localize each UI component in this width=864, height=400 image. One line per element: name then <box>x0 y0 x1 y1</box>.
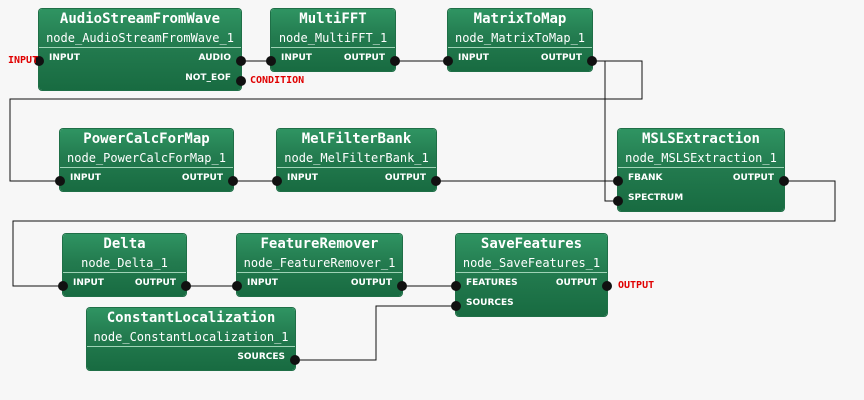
node-subtitle: node_AudioStreamFromWave_1 <box>39 29 241 48</box>
node-msls-extraction[interactable]: MSLSExtraction node_MSLSExtraction_1 FBA… <box>618 129 784 211</box>
node-title: SaveFeatures <box>480 236 583 252</box>
port-dot[interactable] <box>397 281 407 291</box>
node-subtitle: node_FeatureRemover_1 <box>237 254 402 273</box>
node-subtitle: node_MelFilterBank_1 <box>277 149 436 168</box>
port-dot[interactable] <box>451 281 461 291</box>
port-label: AUDIO <box>198 53 231 63</box>
node-subtitle: node_MultiFFT_1 <box>271 29 395 48</box>
port-label: OUTPUT <box>181 173 223 183</box>
port-label: FEATURES <box>466 278 518 288</box>
node-subtitle: node_SaveFeatures_1 <box>456 254 607 273</box>
port-dot[interactable] <box>587 56 597 66</box>
port-label: OUTPUT <box>540 53 582 63</box>
port-dot[interactable] <box>443 56 453 66</box>
terminal-output-label: OUTPUT <box>618 280 655 291</box>
node-title: FeatureRemover <box>260 236 379 252</box>
node-subtitle: node_Delta_1 <box>63 254 186 273</box>
port-label: OUTPUT <box>343 53 385 63</box>
wire-msls-to-delta <box>12 180 836 287</box>
port-dot[interactable] <box>181 281 191 291</box>
node-power-calc-for-map[interactable]: PowerCalcForMap node_PowerCalcForMap_1 I… <box>60 129 233 191</box>
port-dot[interactable] <box>290 355 300 365</box>
node-title: ConstantLocalization <box>106 310 276 326</box>
node-title: Delta <box>103 236 146 252</box>
port-label: OUTPUT <box>384 173 426 183</box>
port-dot[interactable] <box>613 196 623 206</box>
port-label: OUTPUT <box>134 278 176 288</box>
wire-matrixtomap-to-msls-spectrum <box>592 60 618 202</box>
wire-matrixtomap-to-powercalc <box>9 60 643 182</box>
node-title: MelFilterBank <box>301 131 412 147</box>
port-label: SOURCES <box>466 298 514 308</box>
port-label: INPUT <box>70 173 101 183</box>
node-title: PowerCalcForMap <box>83 131 210 147</box>
port-dot[interactable] <box>55 176 65 186</box>
port-label: INPUT <box>247 278 278 288</box>
port-label: NOT_EOF <box>185 73 231 83</box>
terminal-condition-label: CONDITION <box>250 75 305 86</box>
node-subtitle: node_ConstantLocalization_1 <box>87 328 295 347</box>
port-dot[interactable] <box>236 56 246 66</box>
terminal-input-label: INPUT <box>8 55 39 66</box>
node-save-features[interactable]: SaveFeatures node_SaveFeatures_1 FEATURE… <box>456 234 607 316</box>
port-label: INPUT <box>49 53 80 63</box>
port-dot[interactable] <box>236 76 246 86</box>
port-label: SPECTRUM <box>628 193 684 203</box>
port-dot[interactable] <box>451 301 461 311</box>
node-subtitle: node_PowerCalcForMap_1 <box>60 149 233 168</box>
port-label: SOURCES <box>237 352 285 362</box>
port-dot[interactable] <box>779 176 789 186</box>
node-title: AudioStreamFromWave <box>59 11 221 27</box>
node-feature-remover[interactable]: FeatureRemover node_FeatureRemover_1 INP… <box>237 234 402 296</box>
port-label: OUTPUT <box>350 278 392 288</box>
node-multi-fft[interactable]: MultiFFT node_MultiFFT_1 INPUT OUTPUT <box>271 9 395 71</box>
node-delta[interactable]: Delta node_Delta_1 INPUT OUTPUT <box>63 234 186 296</box>
port-dot[interactable] <box>266 56 276 66</box>
node-subtitle: node_MSLSExtraction_1 <box>618 149 784 168</box>
port-dot[interactable] <box>613 176 623 186</box>
node-mel-filter-bank[interactable]: MelFilterBank node_MelFilterBank_1 INPUT… <box>277 129 436 191</box>
node-matrix-to-map[interactable]: MatrixToMap node_MatrixToMap_1 INPUT OUTP… <box>448 9 592 71</box>
port-label: INPUT <box>73 278 104 288</box>
node-title: MSLSExtraction <box>641 131 760 147</box>
node-audio-stream-from-wave[interactable]: AudioStreamFromWave node_AudioStreamFrom… <box>39 9 241 90</box>
port-dot[interactable] <box>232 281 242 291</box>
port-dot[interactable] <box>228 176 238 186</box>
port-label: OUTPUT <box>555 278 597 288</box>
port-dot[interactable] <box>58 281 68 291</box>
port-label: INPUT <box>281 53 312 63</box>
port-dot[interactable] <box>602 281 612 291</box>
port-label: INPUT <box>458 53 489 63</box>
port-label: OUTPUT <box>732 173 774 183</box>
node-subtitle: node_MatrixToMap_1 <box>448 29 592 48</box>
node-title: MatrixToMap <box>473 11 567 27</box>
port-dot[interactable] <box>390 56 400 66</box>
port-dot[interactable] <box>431 176 441 186</box>
port-label: INPUT <box>287 173 318 183</box>
node-constant-localization[interactable]: ConstantLocalization node_ConstantLocali… <box>87 308 295 370</box>
wire-localization-to-savefeatures <box>295 305 456 361</box>
port-label: FBANK <box>628 173 663 183</box>
port-dot[interactable] <box>272 176 282 186</box>
node-title: MultiFFT <box>299 11 367 27</box>
port-dot[interactable] <box>34 56 44 66</box>
